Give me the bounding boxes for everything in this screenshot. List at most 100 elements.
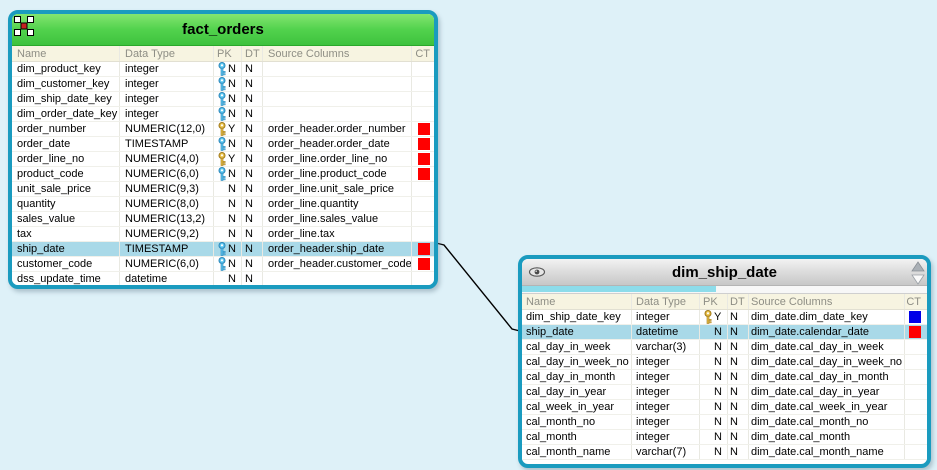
cell-dt: N: [242, 92, 263, 106]
cell-dt: N: [728, 430, 749, 444]
cell-pk: N: [700, 430, 728, 444]
horizontal-scrollbar[interactable]: [522, 286, 927, 294]
pk-flag: N: [714, 371, 722, 383]
cell-data-type: integer: [632, 430, 700, 444]
no-key: [700, 445, 714, 459]
pk-flag: N: [714, 326, 722, 338]
cell-source-columns: dim_date.cal_month_no: [749, 415, 905, 429]
column-header-dt: DT: [728, 294, 749, 309]
gold-key-icon: [214, 152, 228, 166]
cell-dt: N: [242, 227, 263, 241]
dim_ship_date-titlebar[interactable]: dim_ship_date: [522, 259, 927, 286]
cell-data-type: integer: [632, 310, 700, 324]
no-key: [700, 430, 714, 444]
cell-pk: N: [700, 415, 728, 429]
cell-data-type: integer: [120, 77, 214, 91]
cell-column-name: cal_month_name: [522, 445, 632, 459]
cell-source-columns: dim_date.cal_day_in_week: [749, 340, 905, 354]
ct-red-indicator: [418, 243, 430, 255]
no-key: [214, 197, 228, 211]
cell-pk: N: [214, 92, 242, 106]
cell-source-columns: order_line.sales_value: [263, 212, 412, 226]
fact_orders-titlebar[interactable]: fact_orders: [12, 14, 434, 46]
pk-flag: N: [228, 93, 236, 105]
cell-ct: [905, 385, 927, 399]
column-header-row: Name Data Type PK DT Source Columns CT: [522, 294, 927, 310]
cell-dt: N: [242, 242, 263, 256]
cell-dt: N: [242, 167, 263, 181]
cell-pk: N: [214, 227, 242, 241]
cell-data-type: varchar(7): [632, 445, 700, 459]
no-key: [214, 182, 228, 196]
pk-flag: N: [228, 243, 236, 255]
table-dim_ship_date[interactable]: dim_ship_date Name Data Type PK DT Sourc…: [518, 255, 931, 468]
cell-source-columns: order_header.order_date: [263, 137, 412, 151]
cell-column-name: dim_product_key: [12, 62, 120, 76]
pk-flag: Y: [228, 153, 236, 165]
cell-dt: N: [728, 355, 749, 369]
no-key: [700, 355, 714, 369]
blue-key-icon: [214, 62, 228, 76]
ct-red-indicator: [418, 138, 430, 150]
ct-red-indicator: [418, 258, 430, 270]
cell-ct: [412, 212, 434, 226]
cell-column-name: customer_code: [12, 257, 120, 271]
no-key: [214, 212, 228, 226]
selection-handle-icon[interactable]: [14, 16, 34, 41]
cell-source-columns: dim_date.cal_month: [749, 430, 905, 444]
table-fact_orders[interactable]: fact_orders Name Data Type PK DT Source …: [8, 10, 438, 289]
cell-ct: [905, 445, 927, 459]
scroll-arrows[interactable]: [911, 260, 925, 290]
cell-data-type: integer: [632, 400, 700, 414]
cell-ct: [412, 62, 434, 76]
cell-column-name: cal_month_no: [522, 415, 632, 429]
cell-data-type: integer: [632, 370, 700, 384]
cell-pk: N: [700, 385, 728, 399]
cell-data-type: NUMERIC(12,0): [120, 122, 214, 136]
pk-flag: N: [228, 228, 236, 240]
cell-pk: N: [214, 137, 242, 151]
cell-column-name: dim_ship_date_key: [12, 92, 120, 106]
cell-dt: N: [728, 310, 749, 324]
cell-dt: N: [728, 340, 749, 354]
cell-source-columns: order_line.quantity: [263, 197, 412, 211]
cell-source-columns: [263, 77, 412, 91]
scrollbar-thumb[interactable]: [522, 286, 717, 292]
cell-source-columns: order_line.product_code: [263, 167, 412, 181]
cell-ct: [905, 310, 927, 324]
cell-column-name: order_line_no: [12, 152, 120, 166]
cell-dt: N: [728, 400, 749, 414]
cell-source-columns: dim_date.cal_day_in_month: [749, 370, 905, 384]
column-header-pk: PK: [214, 46, 242, 61]
pk-flag: N: [228, 273, 236, 285]
pk-flag: Y: [714, 311, 722, 323]
no-key: [700, 400, 714, 414]
